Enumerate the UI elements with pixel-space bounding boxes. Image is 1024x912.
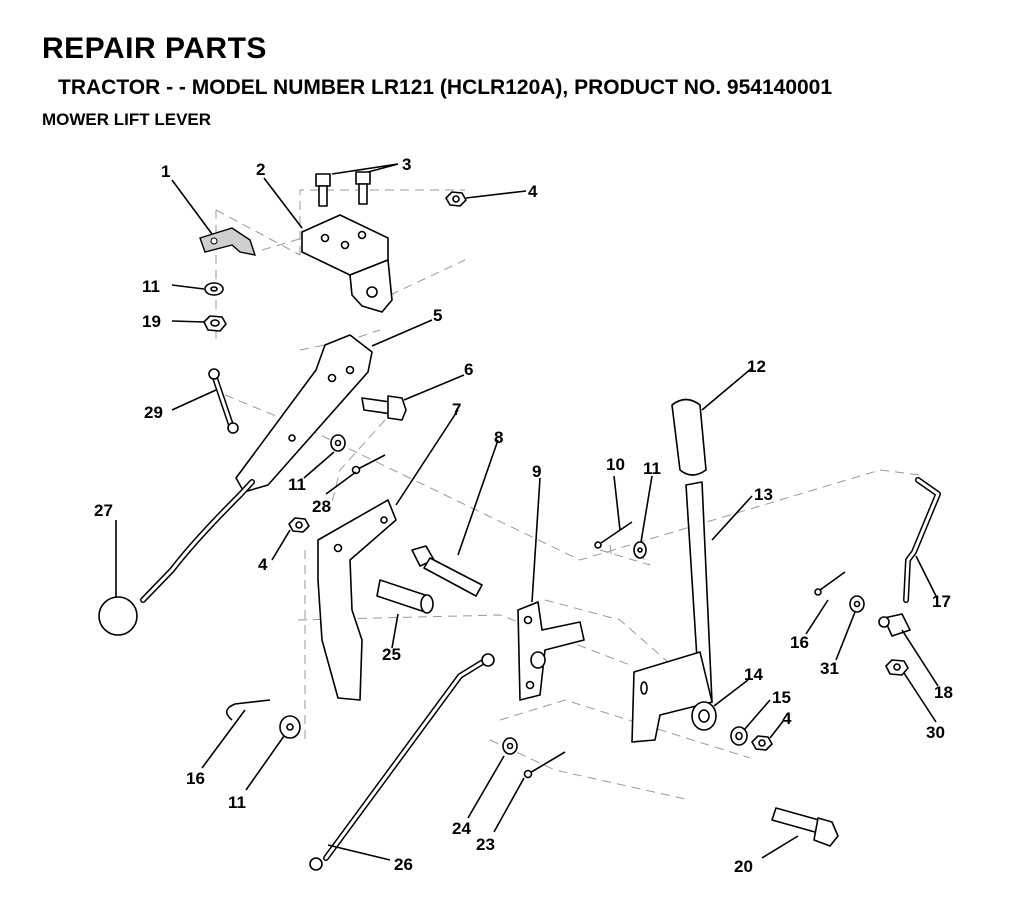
part-11-washer-middle	[330, 434, 346, 452]
callout-5: 5	[433, 306, 442, 325]
part-6-shoulder-bolt	[361, 395, 407, 421]
callout-12: 12	[747, 357, 766, 376]
part-28-hairpin	[351, 454, 386, 475]
section-title: MOWER LIFT LEVER	[42, 110, 212, 129]
part-4-nut-top	[445, 191, 467, 207]
callout-10: 10	[606, 455, 625, 474]
callout-9: 9	[532, 462, 541, 481]
part-10-hairpin	[594, 521, 633, 549]
part-1-clip	[199, 227, 257, 256]
leader-lines	[115, 163, 939, 861]
callout-8: 8	[494, 428, 503, 447]
callout-11: 11	[142, 277, 160, 296]
part-11-washer-lower	[279, 715, 301, 739]
part-3-bolts	[315, 171, 371, 207]
callout-27: 27	[94, 501, 113, 520]
part-7-lever-plate	[317, 499, 397, 701]
assembly-lines	[215, 189, 921, 801]
part-23-hairpin	[523, 751, 566, 779]
part-16-hairpin-right	[814, 571, 846, 596]
callout-15: 15	[772, 688, 791, 707]
callout-labels: 1 2 3 4 11 19 5 6 29 12 7 8 11 28 10 11 …	[94, 155, 953, 876]
callout-17: 17	[932, 592, 951, 611]
callout-1: 1	[161, 162, 170, 181]
callout-30: 30	[926, 723, 945, 742]
part-8-bolt	[411, 545, 483, 597]
page-title: REPAIR PARTS	[42, 32, 267, 65]
part-4-nut-right	[751, 735, 773, 751]
callout-24: 24	[452, 819, 471, 838]
callout-16: 16	[790, 633, 809, 652]
part-9-pivot-plate	[517, 601, 585, 701]
part-25-spacer	[376, 579, 434, 614]
part-17-adjust-rod	[903, 477, 941, 603]
part-13-lift-lever	[631, 481, 713, 743]
part-18-swivel	[878, 613, 911, 637]
callout-4: 4	[258, 555, 268, 574]
part-19-nut	[203, 315, 227, 332]
callout-11: 11	[228, 793, 246, 812]
part-29-link	[208, 368, 239, 434]
part-4-nut-left	[288, 517, 310, 533]
callout-18: 18	[934, 683, 953, 702]
part-14-bushing	[691, 701, 717, 731]
callout-29: 29	[144, 403, 163, 422]
part-5-lift-arm	[235, 334, 373, 493]
part-27-lift-rod	[98, 479, 255, 636]
callout-4: 4	[782, 709, 792, 728]
part-12-handle-grip	[671, 398, 707, 476]
part-31-washer	[849, 595, 865, 613]
callout-6: 6	[464, 360, 473, 379]
callout-20: 20	[734, 857, 753, 876]
part-24-washer	[502, 737, 518, 755]
part-26-lift-link	[309, 653, 495, 871]
callout-14: 14	[744, 665, 763, 684]
callout-7: 7	[452, 400, 461, 419]
model-subtitle: TRACTOR - - MODEL NUMBER LR121 (HCLR120A…	[58, 76, 833, 99]
callout-11: 11	[643, 459, 661, 478]
callout-4: 4	[528, 182, 538, 201]
part-16-hairpin-left	[225, 699, 271, 721]
part-15-washer	[730, 726, 748, 746]
part-11-washer-right	[633, 541, 647, 559]
callout-28: 28	[312, 497, 331, 516]
callout-3: 3	[402, 155, 411, 174]
part-2-bracket	[301, 214, 393, 313]
callout-16: 16	[186, 769, 205, 788]
part-30-nut	[885, 659, 909, 676]
callout-23: 23	[476, 835, 495, 854]
callout-2: 2	[256, 160, 265, 179]
part-20-bolt	[771, 807, 839, 847]
callout-13: 13	[754, 485, 773, 504]
callout-25: 25	[382, 645, 401, 664]
part-11-washer-upper	[204, 282, 224, 296]
callout-26: 26	[394, 855, 413, 874]
callout-11: 11	[288, 475, 306, 494]
callout-31: 31	[820, 659, 839, 678]
callout-19: 19	[142, 312, 161, 331]
